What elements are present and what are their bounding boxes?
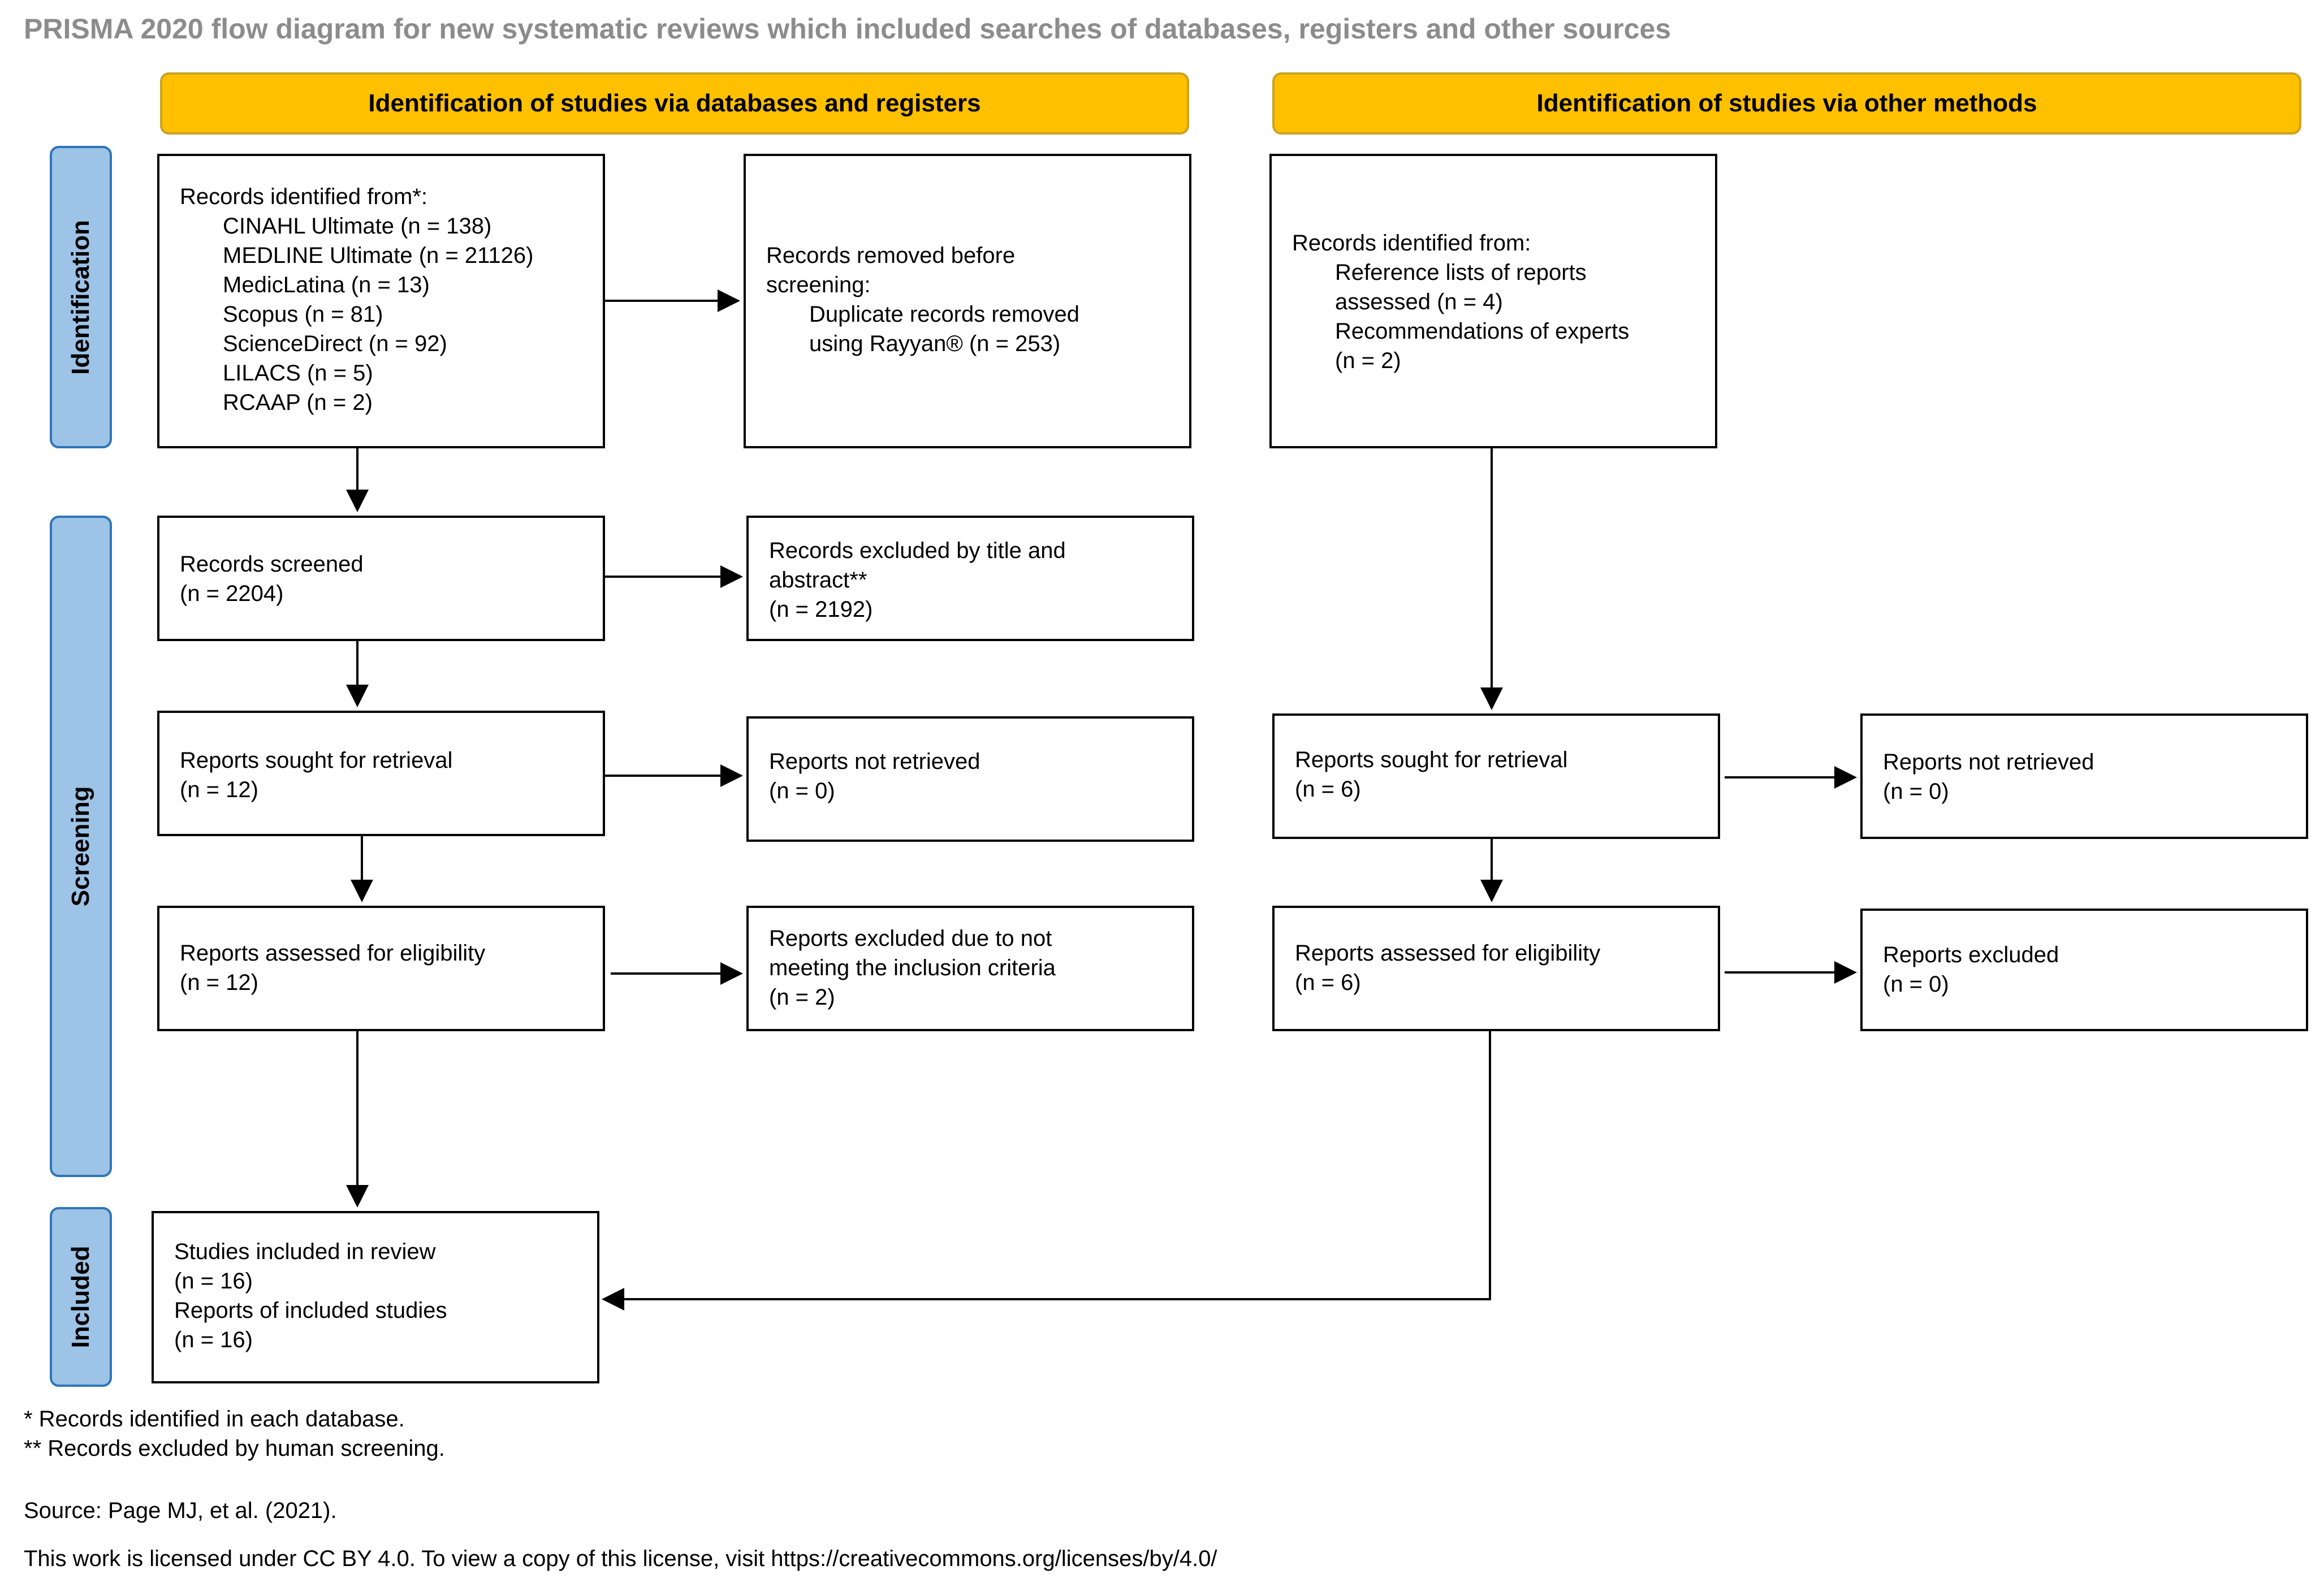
reports-included-count: (n = 16) xyxy=(174,1327,253,1352)
db-reports-sought-label: Reports sought for retrieval xyxy=(180,748,453,773)
db-source-item: LILACS (n = 5) xyxy=(223,361,373,386)
other-reports-assessed-label: Reports assessed for eligibility xyxy=(1295,941,1601,966)
box-db-reports-assessed: Reports assessed for eligibility (n = 12… xyxy=(157,906,605,1031)
db-source-item: MedicLatina (n = 13) xyxy=(223,273,430,297)
other-reports-sought-count: (n = 6) xyxy=(1295,777,1361,802)
records-excluded-count: (n = 2192) xyxy=(769,597,873,622)
diagram-title: PRISMA 2020 flow diagram for new systema… xyxy=(24,13,1671,45)
other-reports-not-retrieved-label: Reports not retrieved xyxy=(1883,750,2094,775)
box-studies-included: Studies included in review (n = 16) Repo… xyxy=(152,1211,599,1383)
db-reports-not-retrieved-count: (n = 0) xyxy=(769,778,835,803)
records-excluded-line: Records excluded by title and xyxy=(769,538,1066,563)
phase-screening: Screening xyxy=(50,516,112,1177)
other-reports-excluded-label: Reports excluded xyxy=(1883,942,2059,967)
reports-included-label: Reports of included studies xyxy=(174,1298,447,1323)
records-removed-line: screening: xyxy=(766,273,871,297)
other-records-line: Recommendations of experts xyxy=(1335,319,1630,344)
footnote-records-identified: * Records identified in each database. xyxy=(24,1407,405,1431)
records-removed-line: using Rayyan® (n = 253) xyxy=(809,331,1061,356)
other-reports-assessed-count: (n = 6) xyxy=(1295,970,1361,995)
arrow-other-to-included xyxy=(602,1031,1491,1310)
db-reports-assessed-count: (n = 12) xyxy=(180,970,258,995)
db-reports-excluded-line: meeting the inclusion criteria xyxy=(769,955,1056,980)
box-db-reports-not-retrieved: Reports not retrieved (n = 0) xyxy=(746,716,1194,842)
db-records-identified-heading: Records identified from*: xyxy=(180,184,427,209)
header-other-methods: Identification of studies via other meth… xyxy=(1272,72,2301,135)
footnote-records-excluded: ** Records excluded by human screening. xyxy=(24,1436,445,1461)
db-source-item: Scopus (n = 81) xyxy=(223,302,383,327)
other-records-line: assessed (n = 4) xyxy=(1335,289,1503,314)
db-reports-excluded-line: Reports excluded due to not xyxy=(769,926,1052,951)
studies-included-label: Studies included in review xyxy=(174,1239,436,1264)
db-reports-sought-count: (n = 12) xyxy=(180,777,258,802)
phase-included: Included xyxy=(50,1207,112,1387)
box-other-records-identified: Records identified from: Reference lists… xyxy=(1269,154,1717,448)
box-other-reports-assessed: Reports assessed for eligibility (n = 6) xyxy=(1272,906,1720,1031)
box-other-reports-not-retrieved: Reports not retrieved (n = 0) xyxy=(1860,713,2308,839)
db-reports-excluded-count: (n = 2) xyxy=(769,985,835,1010)
phase-identification: Identification xyxy=(50,146,112,448)
box-other-reports-excluded: Reports excluded (n = 0) xyxy=(1860,909,2308,1031)
db-reports-not-retrieved-label: Reports not retrieved xyxy=(769,749,980,774)
other-reports-not-retrieved-count: (n = 0) xyxy=(1883,779,1949,804)
box-records-excluded: Records excluded by title and abstract**… xyxy=(746,516,1194,641)
db-source-item: MEDLINE Ultimate (n = 21126) xyxy=(223,243,534,268)
records-removed-line: Duplicate records removed xyxy=(809,302,1079,327)
other-reports-excluded-count: (n = 0) xyxy=(1883,972,1949,997)
box-other-reports-sought: Reports sought for retrieval (n = 6) xyxy=(1272,713,1720,839)
records-screened-count: (n = 2204) xyxy=(180,581,284,606)
records-removed-line: Records removed before xyxy=(766,243,1016,268)
other-records-identified-heading: Records identified from: xyxy=(1292,231,1531,256)
other-reports-sought-label: Reports sought for retrieval xyxy=(1295,747,1568,772)
db-reports-assessed-label: Reports assessed for eligibility xyxy=(180,941,486,966)
db-source-item: RCAAP (n = 2) xyxy=(223,390,373,415)
db-source-item: CINAHL Ultimate (n = 138) xyxy=(223,214,492,239)
source-citation: Source: Page MJ, et al. (2021). xyxy=(24,1498,337,1523)
license-notice: This work is licensed under CC BY 4.0. T… xyxy=(24,1546,1217,1571)
records-screened-label: Records screened xyxy=(180,552,364,577)
other-records-line: (n = 2) xyxy=(1335,348,1401,373)
box-db-records-identified: Records identified from*: CINAHL Ultimat… xyxy=(157,154,605,448)
other-records-line: Reference lists of reports xyxy=(1335,260,1587,285)
box-db-reports-excluded: Reports excluded due to not meeting the … xyxy=(746,906,1194,1031)
db-source-item: ScienceDirect (n = 92) xyxy=(223,331,447,356)
records-excluded-line: abstract** xyxy=(769,568,867,592)
box-records-screened: Records screened (n = 2204) xyxy=(157,516,605,641)
studies-included-count: (n = 16) xyxy=(174,1269,253,1294)
box-records-removed: Records removed before screening: Duplic… xyxy=(744,154,1191,448)
header-databases-registers: Identification of studies via databases … xyxy=(160,72,1189,135)
box-db-reports-sought: Reports sought for retrieval (n = 12) xyxy=(157,711,605,836)
